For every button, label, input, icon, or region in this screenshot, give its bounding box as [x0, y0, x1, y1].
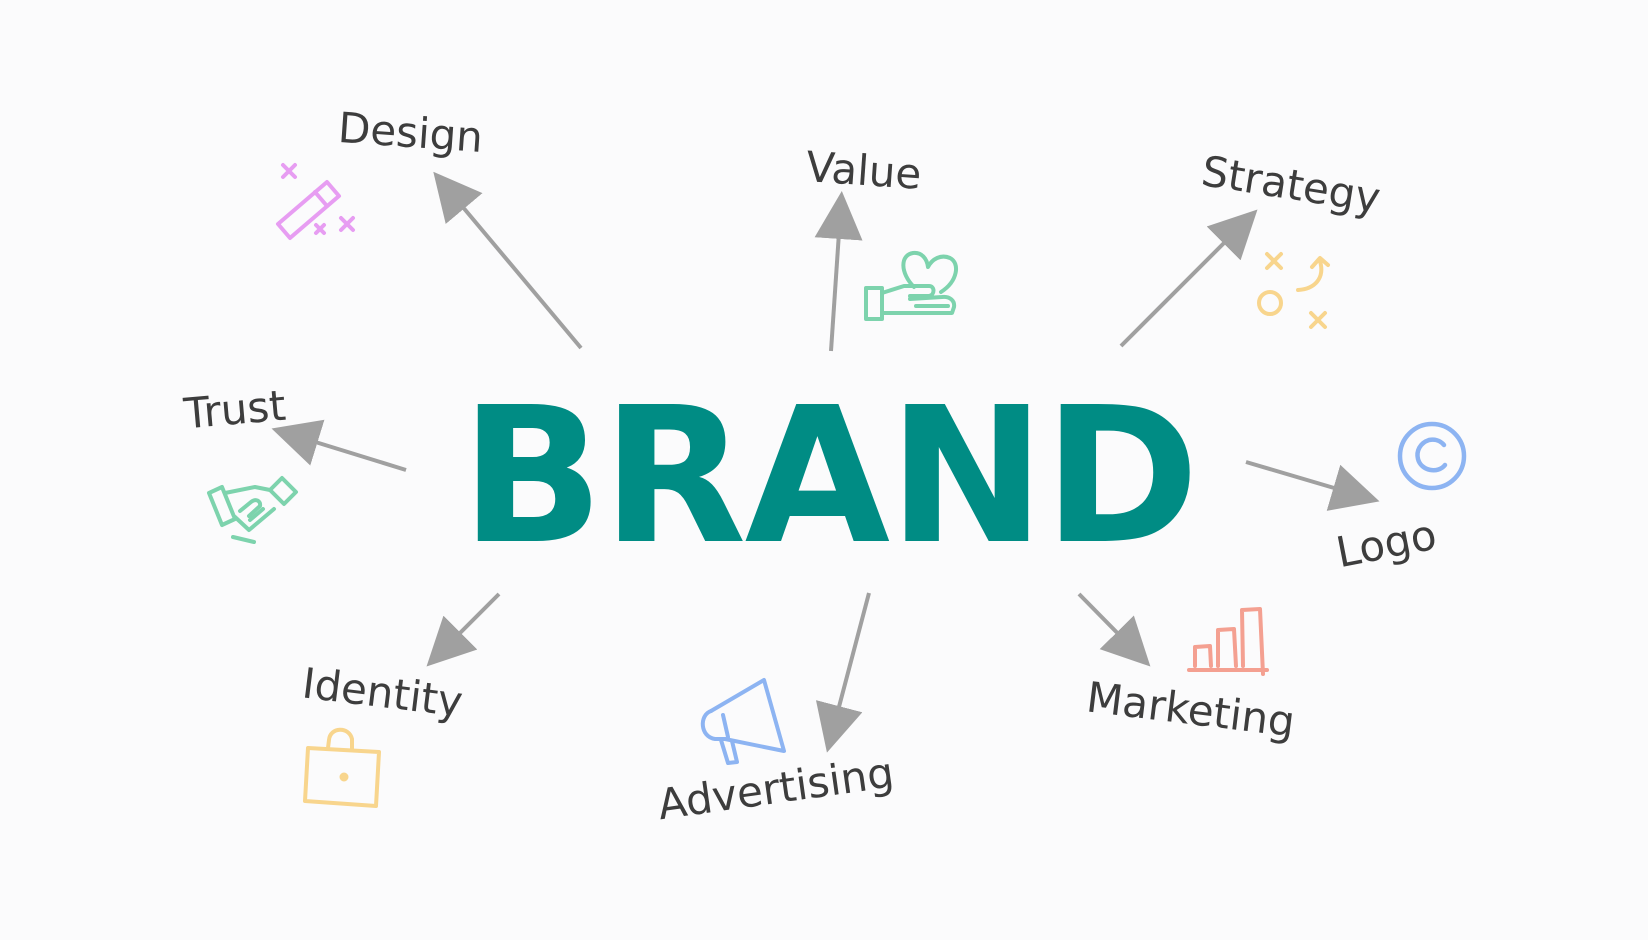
label-value: Value: [804, 142, 923, 199]
arrow-advertising: [815, 592, 871, 753]
label-design: Design: [336, 103, 485, 162]
arrow-identity: [426, 592, 501, 667]
arrow-trust: [271, 419, 407, 472]
arrow-logo: [1245, 460, 1380, 511]
lock-icon: [303, 723, 385, 813]
arrow-value: [814, 191, 863, 352]
hand-heart-icon: [862, 245, 966, 323]
magic-wand-icon: [270, 158, 364, 242]
arrow-design: [433, 171, 583, 350]
megaphone-icon: [697, 676, 791, 766]
brand-title: BRAND: [460, 367, 1200, 586]
strategy-play-icon: [1255, 248, 1347, 338]
arrow-marketing: [1077, 592, 1151, 667]
copyright-icon: [1396, 420, 1468, 492]
handshake-icon: [206, 473, 300, 545]
bar-chart-icon: [1185, 604, 1271, 682]
arrow-strategy: [1119, 209, 1258, 348]
label-trust: Trust: [182, 380, 288, 439]
